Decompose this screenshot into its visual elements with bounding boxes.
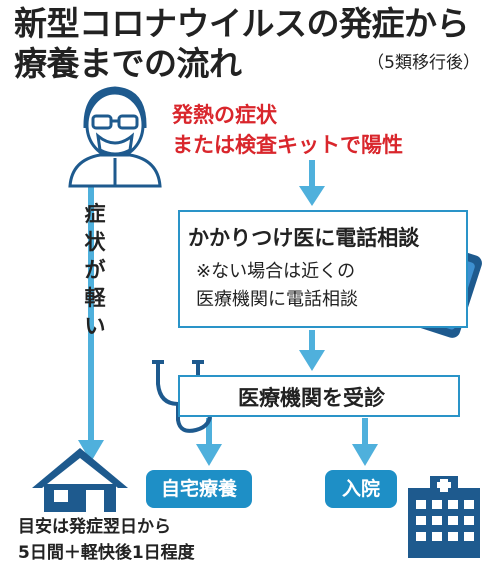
mild-char-1: 症 <box>84 202 106 226</box>
page-subtitle: （5類移行後） <box>367 53 480 73</box>
symptom-line-2: または検査キットで陽性 <box>172 133 403 157</box>
title-line-1: 新型コロナウイルスの発症から <box>14 4 470 43</box>
consult-box <box>178 210 468 328</box>
doctor-icon <box>68 86 162 188</box>
recovery-line-1: 目安は発症翌日から <box>18 517 171 537</box>
mild-char-2: 状 <box>84 230 106 254</box>
mild-symptoms-label: 症 状 が 軽 い <box>82 200 108 340</box>
visit-box <box>178 375 460 417</box>
recovery-line-2: 5日間＋軽快後1日程度 <box>18 543 195 563</box>
visit-label: 医療機関を受診 <box>238 386 385 410</box>
consult-note-line-2: 医療機関に電話相談 <box>196 289 358 310</box>
arrow-to-consult <box>299 160 325 206</box>
arrow-to-hospitalization <box>352 418 378 466</box>
recovery-guideline: 目安は発症翌日から 5日間＋軽快後1日程度 <box>18 514 195 566</box>
consult-note: ※ない場合は近くの 医療機関に電話相談 <box>196 258 358 314</box>
hospital-icon <box>408 476 480 558</box>
symptom-line-1: 発熱の症状 <box>172 103 277 127</box>
arrow-to-visit <box>299 330 325 371</box>
home-care-badge: 自宅療養 <box>146 470 252 508</box>
arrow-to-home-care <box>196 418 222 466</box>
consult-note-line-1: ※ない場合は近くの <box>196 261 356 282</box>
mild-path-arrow <box>78 182 104 462</box>
house-icon <box>32 448 128 512</box>
mild-char-3: が <box>84 258 106 282</box>
page-title: 新型コロナウイルスの発症から 療養までの流れ <box>14 4 470 84</box>
mild-char-4: 軽 <box>84 286 106 310</box>
hospitalization-badge: 入院 <box>325 470 397 508</box>
symptom-text: 発熱の症状 または検査キットで陽性 <box>172 100 403 160</box>
title-line-2: 療養までの流れ <box>14 44 242 83</box>
consult-title: かかりつけ医に電話相談 <box>188 226 420 250</box>
mild-char-5: い <box>84 314 106 338</box>
